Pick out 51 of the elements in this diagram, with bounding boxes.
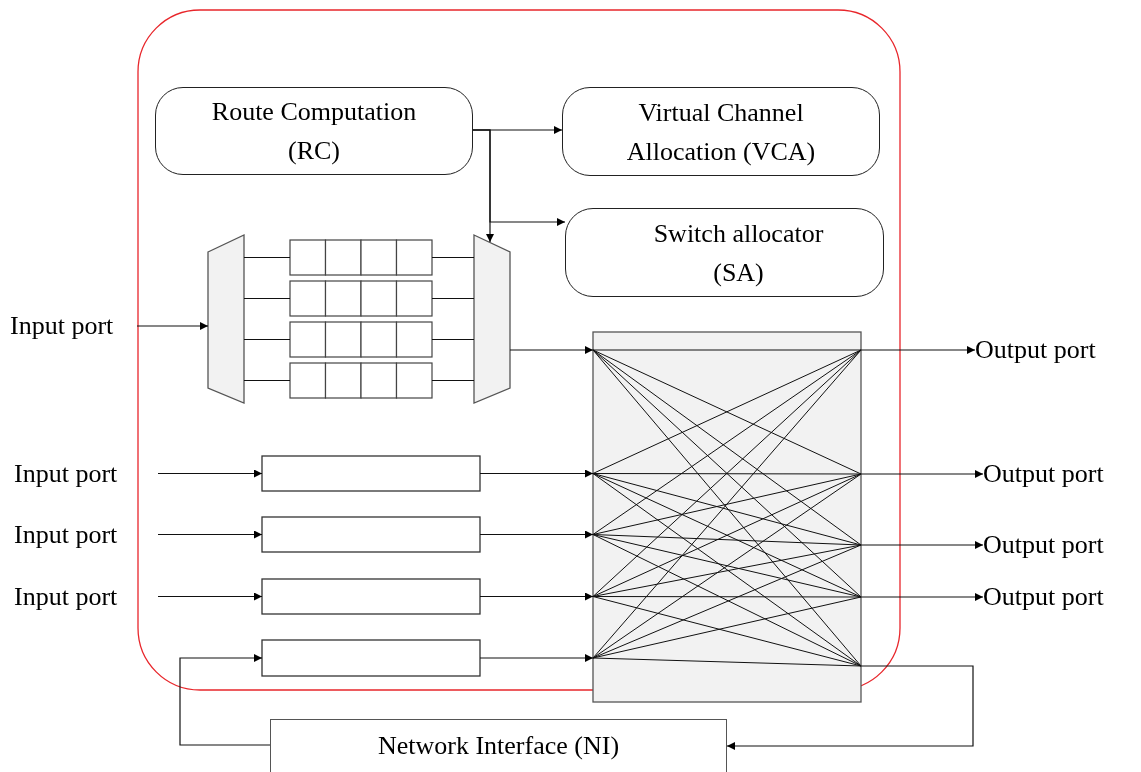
arrow (479, 654, 594, 662)
arrow (479, 469, 594, 478)
arrow (479, 530, 594, 539)
connector-line (431, 256, 475, 259)
multiplexer-shape (208, 235, 244, 403)
buffer-queue (290, 363, 432, 398)
connector-line (243, 338, 291, 341)
multiplexer-shape (474, 235, 510, 403)
port-label: Output port (983, 528, 1133, 562)
box-label: Network Interface (NI) (377, 731, 620, 761)
buffer-queue (290, 240, 432, 275)
buffer-queue (290, 281, 432, 316)
arrow (860, 593, 984, 601)
box-label: Switch allocator (SA) (652, 217, 825, 289)
arrow (860, 541, 984, 549)
arrow (860, 346, 976, 354)
input-buffer (262, 456, 480, 491)
crossbar-switch (593, 332, 861, 702)
arrow (472, 129, 494, 243)
process-box (562, 87, 880, 176)
arrow (860, 470, 984, 478)
input-buffer (262, 640, 480, 676)
port-label: Input port (14, 517, 158, 552)
port-label: Output port (983, 580, 1133, 614)
arrow (157, 592, 263, 601)
arrow (509, 346, 594, 354)
process-box (270, 719, 727, 772)
port-label: Input port (14, 579, 158, 614)
arrow (136, 322, 209, 330)
box-label: Route Computation (RC) (210, 96, 418, 167)
arrow (157, 530, 263, 539)
connector-line (431, 338, 475, 341)
input-buffer (262, 517, 480, 552)
connector-line (243, 379, 291, 382)
box-label: Virtual Channel Allocation (VCA) (625, 96, 817, 168)
connector-line (243, 256, 291, 259)
process-box (565, 208, 884, 297)
arrow (479, 592, 594, 601)
port-label: Input port (10, 309, 137, 343)
port-label: Output port (983, 457, 1133, 491)
input-buffer (262, 579, 480, 614)
buffer-queue (290, 322, 432, 357)
port-label: Input port (14, 456, 158, 491)
port-label: Output port (975, 333, 1125, 367)
arrow (179, 654, 271, 746)
process-box (155, 87, 473, 175)
connector-line (243, 297, 291, 300)
connector-line (431, 297, 475, 300)
connector-line (431, 379, 475, 382)
arrow (157, 469, 263, 478)
arrow (726, 665, 974, 750)
